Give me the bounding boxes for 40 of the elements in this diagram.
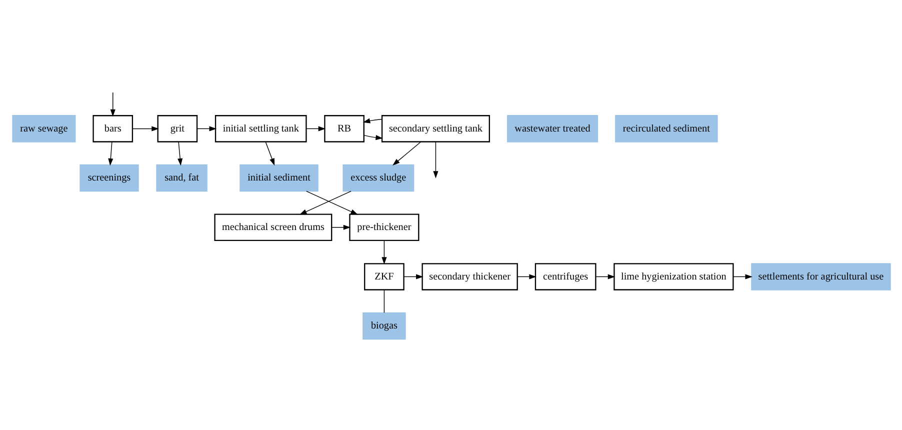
node-box: initial sediment <box>239 164 318 192</box>
arrow <box>363 134 382 140</box>
arrow <box>330 224 350 230</box>
node-box: wastewater treated <box>506 114 598 142</box>
arrow <box>177 141 182 166</box>
node-box: sand, fat <box>156 164 207 192</box>
arrow <box>132 126 158 131</box>
node-box: recirculated sediment <box>614 114 718 142</box>
node-box: pre-thickener <box>348 213 419 241</box>
arrow <box>306 126 326 131</box>
arrow <box>732 274 752 279</box>
connector <box>383 289 384 313</box>
node-box: ZKF <box>364 262 404 290</box>
node-box: centrifuges <box>534 262 596 290</box>
arrow <box>516 274 536 279</box>
node-box: screenings <box>79 164 138 192</box>
node-box: excess sludge <box>342 164 414 192</box>
node-box: mechanical screen drums <box>214 213 332 241</box>
node-box: initial settling tank <box>214 114 306 142</box>
node-box: grit <box>156 114 198 142</box>
node-box: RB <box>324 114 364 142</box>
arrow <box>264 141 274 166</box>
node-box: biogas <box>362 312 406 340</box>
arrow <box>403 274 423 279</box>
arrow <box>432 141 438 178</box>
node-box: raw sewage <box>12 114 76 142</box>
arrow <box>108 141 113 166</box>
node-box: settlements for agricultural use <box>750 262 890 290</box>
node-box: secondary settling tank <box>380 114 490 142</box>
node-box: secondary thickener <box>421 262 518 290</box>
arrow <box>196 126 216 131</box>
arrow <box>381 240 386 264</box>
node-box: lime hygienization station <box>613 262 734 290</box>
arrow <box>110 92 115 116</box>
arrow <box>306 190 358 214</box>
arrow <box>594 274 615 279</box>
node-box: bars <box>92 114 133 142</box>
arrow <box>298 190 351 214</box>
arrow <box>362 118 382 123</box>
arrow <box>392 141 421 166</box>
